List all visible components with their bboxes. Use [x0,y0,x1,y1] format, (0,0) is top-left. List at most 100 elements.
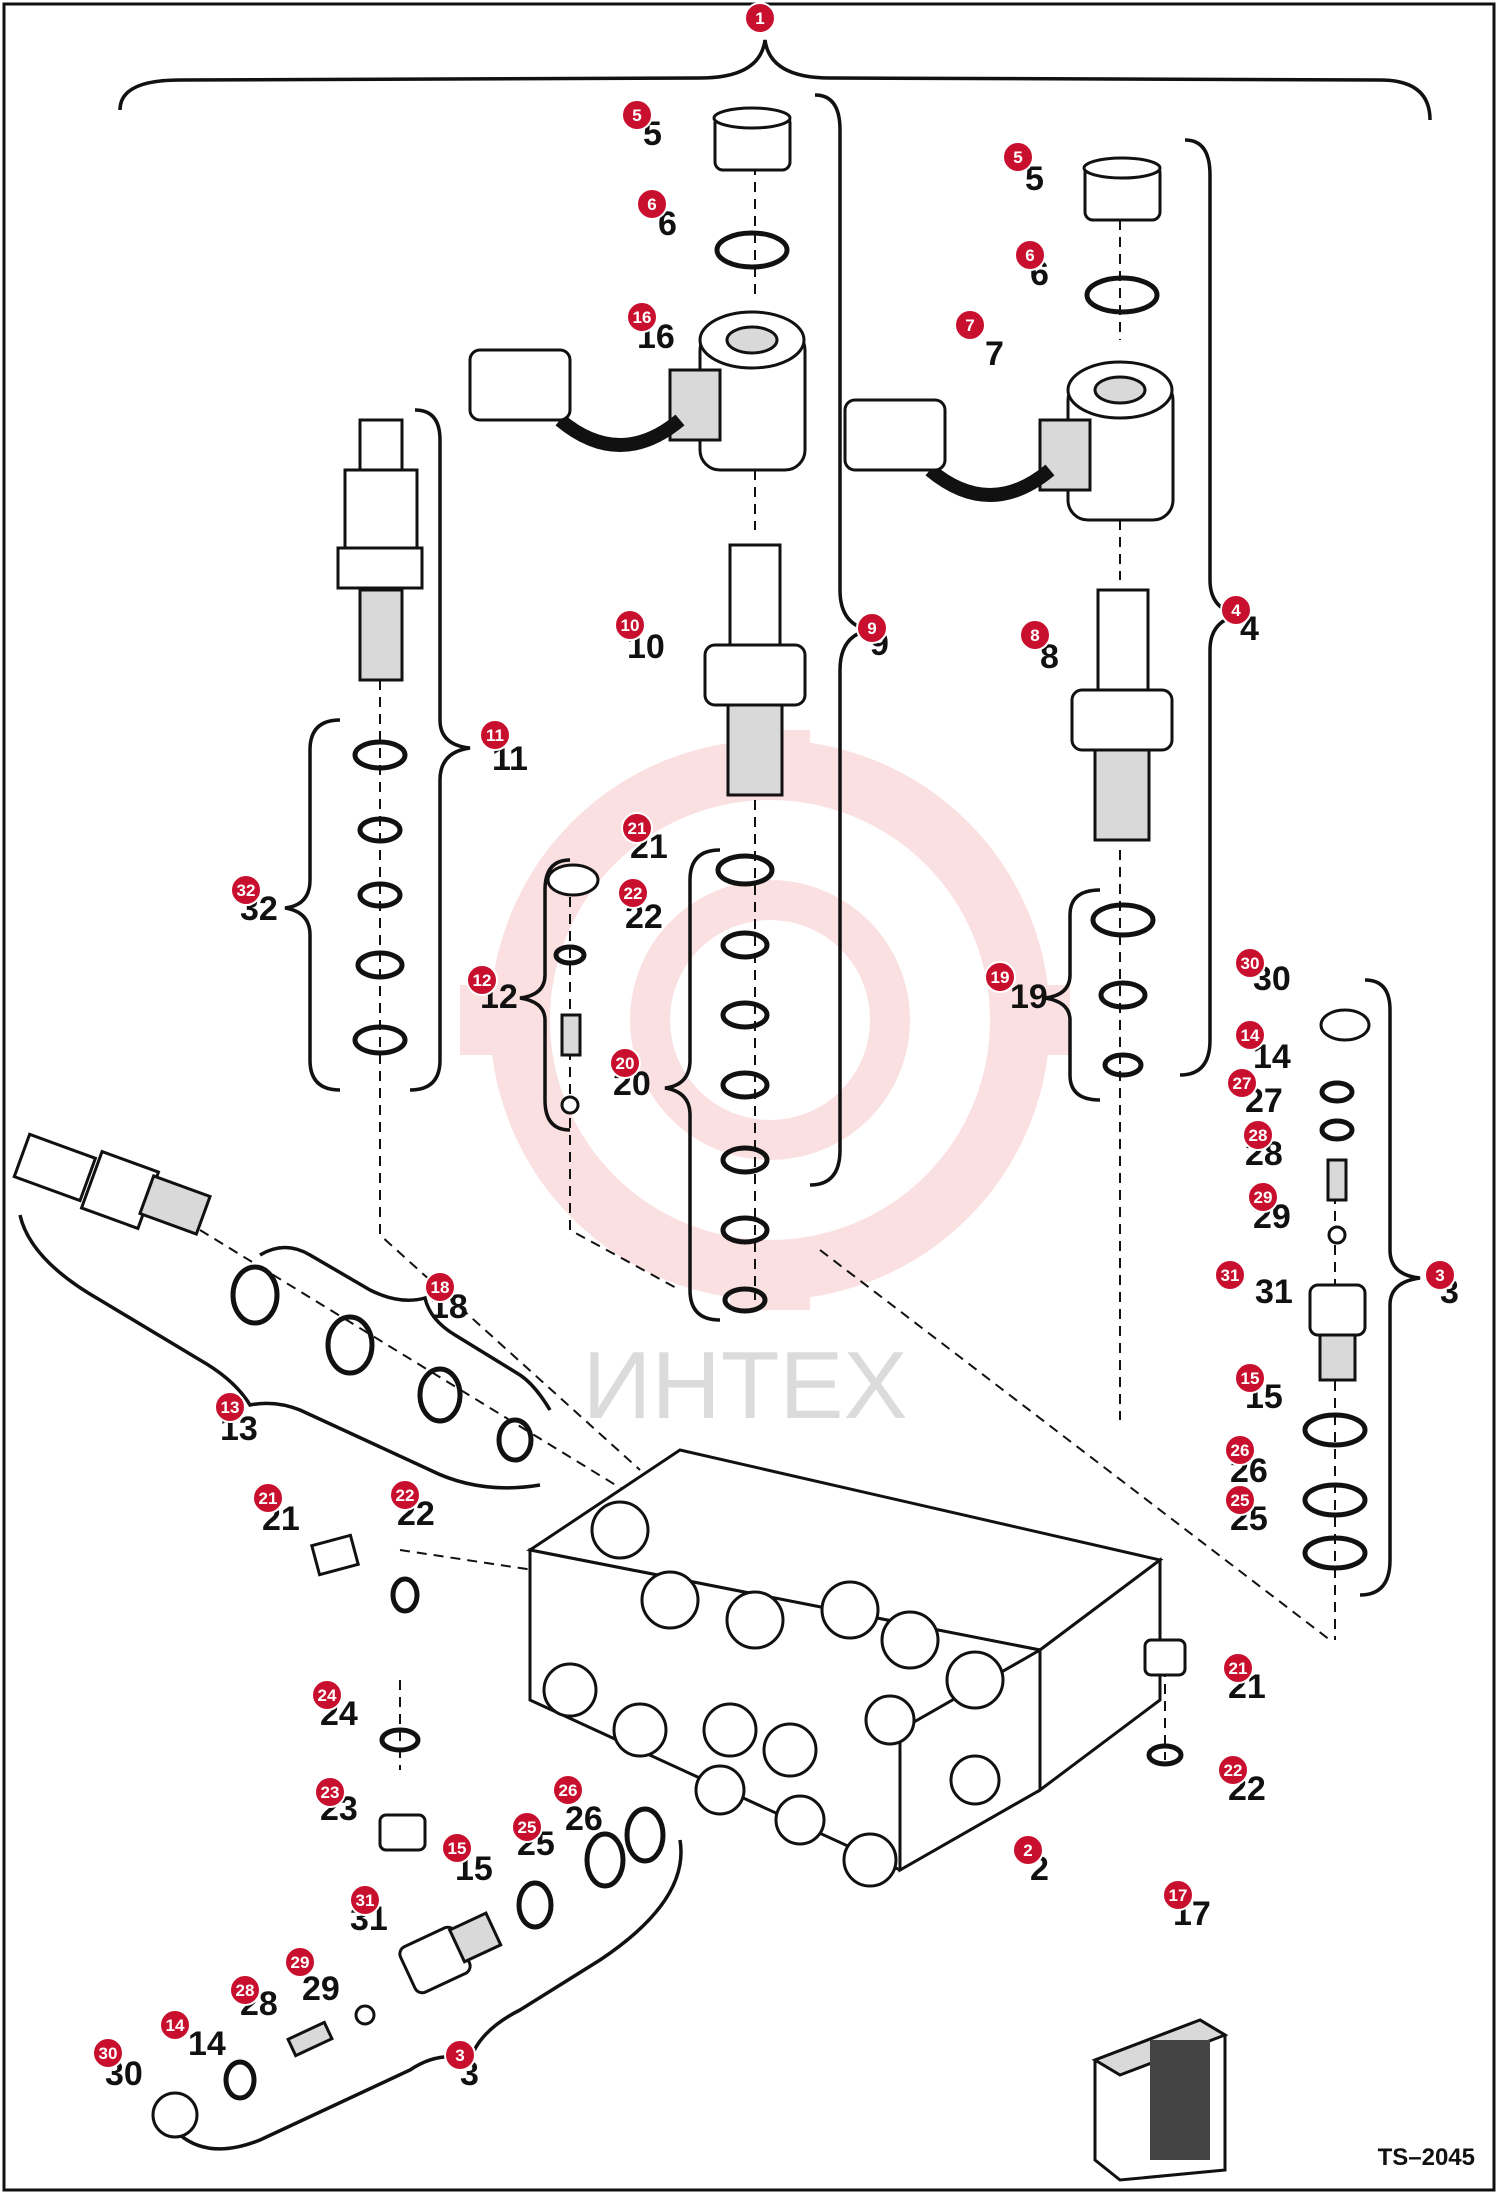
svg-text:22: 22 [1224,1761,1243,1780]
callout-marker: 1 [744,2,776,34]
callout-marker: 6 [636,188,668,220]
solenoid-nut-5-right [1082,156,1162,222]
brace-3-right [1359,978,1421,1597]
svg-text:22: 22 [396,1486,415,1505]
callout-marker: 5 [1002,141,1034,173]
o-ring-22-left [390,1576,420,1614]
check-valve-12-parts [546,863,600,1115]
svg-text:30: 30 [99,2044,118,2063]
svg-text:14: 14 [1241,1026,1260,1045]
ref-label: 29 [302,1970,340,2008]
brace-19 [1044,888,1101,1102]
svg-text:31: 31 [1221,1266,1240,1285]
reference-labels: 5 6 16 5 6 7 11 32 10 9 8 4 21 22 12 20 … [105,115,1459,2093]
svg-text:3: 3 [1435,1266,1444,1285]
o-rings-19 [1090,902,1156,1078]
svg-text:6: 6 [647,195,656,214]
brace-12 [519,858,571,1132]
coil-right [843,360,1175,522]
svg-text:31: 31 [356,1891,375,1910]
callout-marker: 30 [92,2037,124,2069]
o-rings-18 [230,1264,534,1463]
svg-text:12: 12 [473,971,492,990]
o-ring-6-right [1084,275,1160,315]
brace-9 [809,93,871,1187]
callout-marker: 31 [1214,1259,1246,1291]
svg-text:19: 19 [991,968,1010,987]
callout-marker: 15 [441,1832,473,1864]
callout-marker: 17 [1162,1879,1194,1911]
svg-text:30: 30 [1241,954,1260,973]
svg-text:25: 25 [1231,1491,1250,1510]
o-ring-22-right [1146,1743,1184,1767]
callout-marker: 22 [617,877,649,909]
callout-marker: 16 [626,301,658,333]
callouts: 1 5 6 16 5 6 7 11 32 10 9 8 4 21 22 12 2… [92,2,1456,2071]
o-rings-20 [715,853,775,1314]
svg-text:11: 11 [486,726,504,745]
svg-text:4: 4 [1231,601,1241,620]
callout-marker: 25 [511,1811,543,1843]
brace-32 [284,718,341,1092]
brace-13 [18,1214,541,1490]
svg-text:7: 7 [965,316,974,335]
ref-label: 19 [1010,978,1048,1016]
svg-text:15: 15 [1241,1369,1260,1388]
svg-text:10: 10 [621,616,640,635]
svg-text:1: 1 [755,9,764,28]
callout-marker: 4 [1220,594,1252,626]
callout-marker: 19 [984,961,1016,993]
solenoid-nut-5-center [712,106,792,172]
callout-marker: 21 [252,1482,284,1514]
coil-cover-17 [1091,2018,1229,2182]
svg-text:32: 32 [237,881,256,900]
svg-text:21: 21 [259,1489,278,1508]
callout-marker: 31 [349,1884,381,1916]
callout-marker: 21 [621,812,653,844]
callout-marker: 27 [1226,1067,1258,1099]
callout-marker: 22 [389,1479,421,1511]
svg-text:29: 29 [1254,1188,1273,1207]
svg-text:8: 8 [1030,626,1039,645]
manifold-block-2 [526,1448,1164,1888]
svg-text:28: 28 [1249,1126,1268,1145]
callout-marker: 7 [954,309,986,341]
svg-text:21: 21 [1229,1659,1248,1678]
svg-text:26: 26 [1231,1441,1250,1460]
callout-marker: 3 [444,2039,476,2071]
svg-text:23: 23 [321,1783,340,1802]
callout-marker: 29 [1247,1181,1279,1213]
ref-label: 5 [1025,160,1044,198]
callout-marker: 12 [466,964,498,996]
coil-16 [468,310,807,472]
cartridge-10 [703,543,807,797]
svg-text:5: 5 [632,106,641,125]
svg-text:3: 3 [455,2046,464,2065]
ref-label: 7 [985,335,1004,373]
o-rings-32 [352,739,408,1056]
svg-text:13: 13 [221,1398,240,1417]
svg-text:29: 29 [291,1953,310,1972]
callout-marker: 9 [856,612,888,644]
callout-marker: 25 [1224,1484,1256,1516]
svg-text:2: 2 [1023,1841,1032,1860]
callout-marker: 11 [479,719,511,751]
brace-20 [664,848,721,1322]
plug-23 [378,1813,427,1852]
brace-11 [409,408,471,1092]
ref-label: 26 [565,1800,603,1838]
callout-marker: 23 [314,1776,346,1808]
brace-18 [259,1245,552,1411]
callout-marker: 13 [214,1391,246,1423]
brace-item-1 [118,39,1432,121]
svg-text:9: 9 [867,619,876,638]
plug-21-right [1143,1638,1187,1677]
callout-marker: 20 [609,1047,641,1079]
callout-marker: 18 [424,1271,456,1303]
callout-marker: 2 [1012,1834,1044,1866]
o-ring-6-center [714,230,790,270]
callout-marker: 22 [1217,1754,1249,1786]
